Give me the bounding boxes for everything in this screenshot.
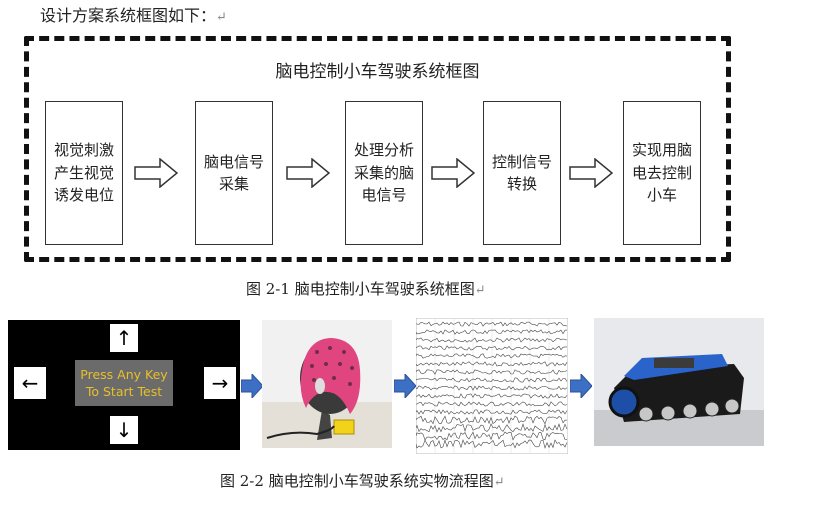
robot-car-photo	[594, 318, 764, 446]
intro-text: 设计方案系统框图如下：	[40, 6, 216, 25]
diagram-title: 脑电控制小车驾驶系统框图	[29, 57, 726, 82]
return-mark: ↵	[494, 475, 505, 490]
flow-arrow-icon	[569, 158, 613, 188]
step-box: 脑电信号采集	[195, 101, 273, 245]
arrow-key-down: ↓	[110, 416, 138, 444]
step-box: 处理分析采集的脑电信号	[345, 101, 423, 245]
caption-figure-2-1: 图 2-1 脑电控制小车驾驶系统框图↵	[246, 278, 486, 299]
blue-arrow-icon	[241, 374, 263, 398]
flow-arrow-icon	[431, 158, 475, 188]
stimulus-screen: ↑ ↓ ← → Press Any Key To Start Test	[8, 320, 240, 450]
eeg-cap-photo	[262, 320, 392, 448]
step-box: 视觉刺激产生视觉诱发电位	[45, 101, 123, 245]
return-mark: ↵	[475, 283, 486, 298]
arrow-key-up: ↑	[110, 324, 138, 352]
flow-arrow-icon	[286, 158, 330, 188]
arrow-key-left: ←	[14, 367, 46, 399]
arrow-key-right: →	[204, 367, 236, 399]
caption-text: 图 2-1 脑电控制小车驾驶系统框图	[246, 280, 475, 298]
blue-arrow-icon	[394, 374, 416, 398]
blue-arrow-icon	[570, 374, 592, 398]
eeg-waveform-plot	[416, 318, 568, 454]
intro-line: 设计方案系统框图如下：↵	[40, 2, 227, 26]
step-box: 实现用脑电去控制小车	[623, 101, 701, 245]
flow-arrow-icon	[134, 158, 178, 188]
caption-figure-2-2: 图 2-2 脑电控制小车驾驶系统实物流程图↵	[220, 470, 505, 491]
caption-text: 图 2-2 脑电控制小车驾驶系统实物流程图	[220, 472, 494, 490]
start-message-line2: To Start Test	[75, 383, 173, 400]
block-diagram: 脑电控制小车驾驶系统框图 视觉刺激产生视觉诱发电位 脑电信号采集 处理分析采集的…	[24, 36, 731, 262]
step-box: 控制信号转换	[483, 101, 561, 245]
return-mark: ↵	[216, 10, 227, 25]
start-message: Press Any Key To Start Test	[75, 360, 173, 406]
start-message-line1: Press Any Key	[75, 366, 173, 383]
